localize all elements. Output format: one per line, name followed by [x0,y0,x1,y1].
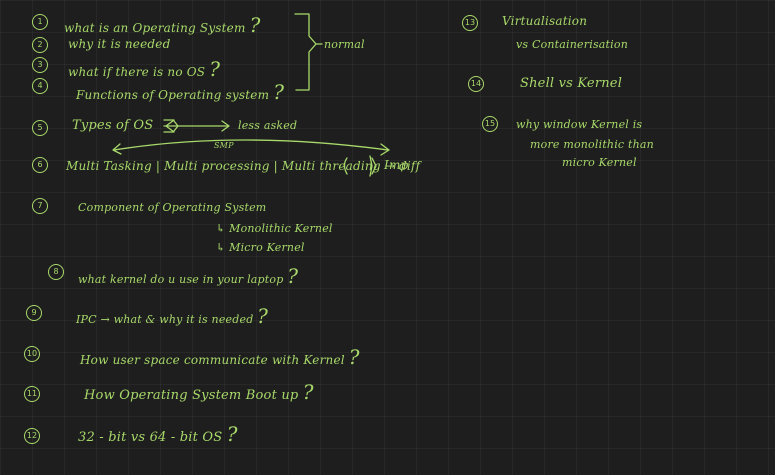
item-15-line3: micro Kernel [562,156,637,169]
item-10-text: How user space communicate with Kernel ? [80,345,360,369]
item-number-9: 9 [26,305,42,321]
item-3-question: ? [209,57,221,81]
item-9-text: IPC → what & why it is needed ? [76,304,268,328]
item-number-4: 4 [32,78,48,94]
item-13-line2: vs Containerisation [516,38,628,51]
diff-bracket-left [343,157,348,175]
smp-curve [113,139,389,151]
types-arrow-head [221,120,230,132]
item-12-text: 32 - bit vs 64 - bit OS ? [78,422,238,446]
item-9-label: IPC → what & why it is needed [76,313,254,326]
item-11-text: How Operating System Boot up ? [84,380,314,404]
item-4-text: Functions of Operating system ? [76,80,284,104]
item-number-6: 6 [32,157,48,173]
imp-brace [371,157,377,175]
item-9-question: ? [257,304,269,328]
item-number-15: 15 [482,116,498,132]
item-number-8: 8 [48,264,64,280]
item-8-text: what kernel do u use in your laptop ? [78,264,298,288]
smp-curve-head-right [380,143,390,156]
brace-1-4 [294,13,317,91]
item-11-label: How Operating System Boot up [84,388,299,403]
item-1-text: what is an Operating System ? [64,13,261,37]
item-13-text: Virtualisation [502,14,588,28]
item-5-text: Types of OS [72,118,154,133]
item-11-question: ? [302,380,314,404]
item-number-14: 14 [468,76,484,92]
item-4-label: Functions of Operating system [76,88,270,102]
item-number-7: 7 [32,198,48,214]
item-15-line2: more monolithic than [530,138,654,151]
item-5-tag: less asked [238,119,298,132]
item-15-text: why window Kernel is [516,118,643,131]
item-number-11: 11 [24,386,40,402]
item-7-sub-1: ↳ Monolithic Kernel [216,222,333,235]
item-10-label: How user space communicate with Kernel [80,353,345,367]
item-2-text: why it is needed [68,37,171,51]
item-6-text: Multi Tasking | Multi processing | Multi… [66,159,421,173]
item-number-3: 3 [32,57,48,73]
item-10-question: ? [348,345,360,369]
smp-label: SMP [214,141,234,150]
item-number-10: 10 [24,346,40,362]
item-number-13: 13 [462,15,478,31]
item-12-label: 32 - bit vs 64 - bit OS [78,430,223,445]
item-number-1: 1 [32,14,48,30]
item-number-2: 2 [32,37,48,53]
item-12-question: ? [226,422,238,446]
diff-bracket-right [369,155,373,177]
item-14-text: Shell vs Kernel [520,76,623,91]
item-6-tag: Imp [384,158,409,172]
item-8-question: ? [287,264,299,288]
item-1-question: ? [249,13,261,37]
item-number-5: 5 [32,120,48,136]
brace-label: normal [324,38,365,51]
types-arrow [163,119,179,133]
item-number-12: 12 [24,428,40,444]
item-1-label: what is an Operating System [64,21,246,35]
item-8-label: what kernel do u use in your laptop [78,273,284,286]
item-3-text: what if there is no OS ? [68,57,220,81]
item-7-sub-2: ↳ Micro Kernel [216,241,305,254]
item-7-text: Component of Operating System [78,201,267,214]
smp-curve-head-left [112,143,122,155]
item-4-question: ? [273,80,285,104]
item-3-label: what if there is no OS [68,65,206,79]
